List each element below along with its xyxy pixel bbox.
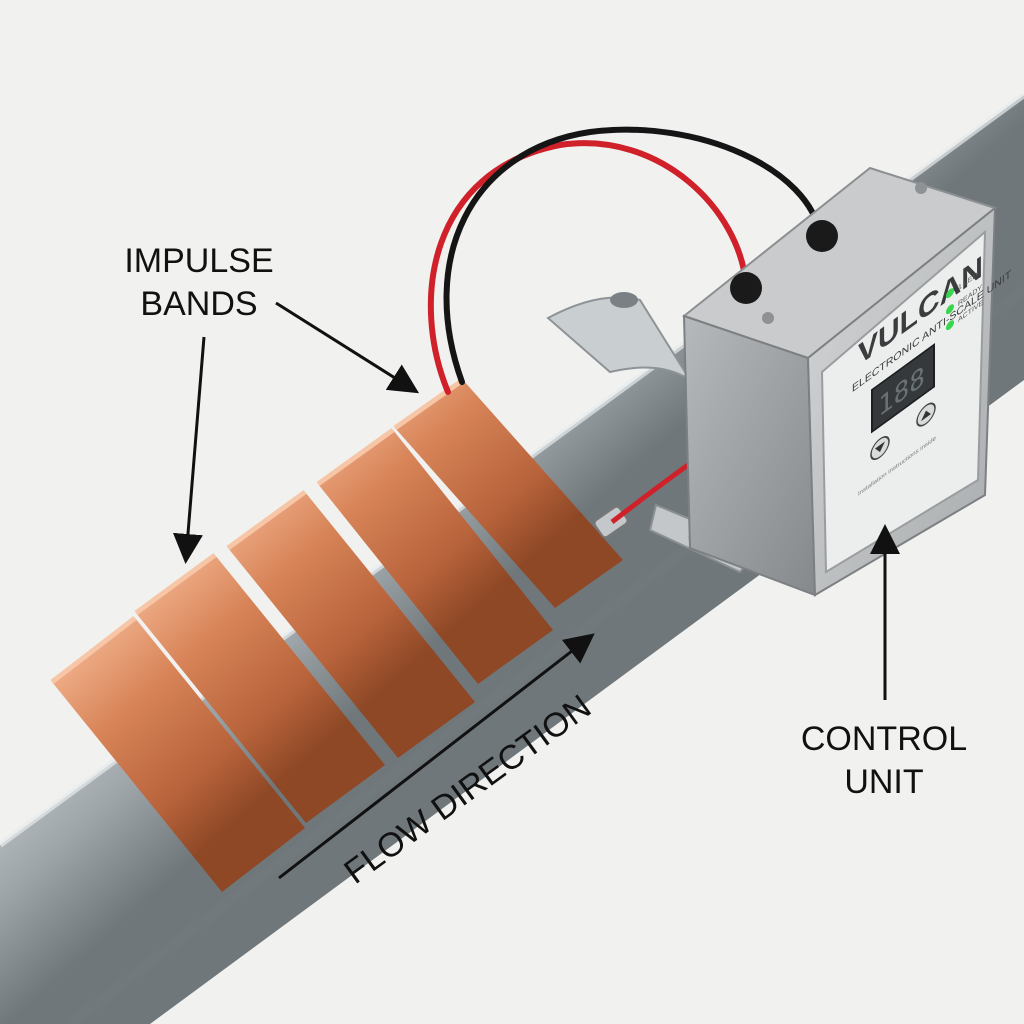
copper-band: [50, 616, 305, 892]
control-unit-side: [682, 314, 817, 597]
red-wire-lower: [610, 462, 690, 524]
screw-icon: [762, 312, 774, 324]
arrow-to-band-upper: [275, 301, 420, 394]
label-control-unit-line1: CONTROL: [801, 720, 967, 758]
copper-band: [393, 377, 623, 608]
arrow-to-band-lower: [172, 336, 206, 564]
wires: [427, 126, 823, 524]
label-impulse-bands-line1: IMPULSE: [124, 242, 273, 280]
indicator-led: [946, 288, 954, 299]
indicator-led: [946, 304, 954, 315]
control-unit: VULCAN ELECTRONIC ANTI-SCALE UNIT 188 1 …: [681, 166, 1011, 597]
copper-band: [134, 552, 385, 823]
digital-display: [871, 343, 935, 434]
flow-direction-arrow: [278, 633, 595, 880]
arrow-down-icon[interactable]: [870, 432, 890, 463]
red-wire: [427, 140, 749, 395]
cable-gland: [806, 220, 838, 252]
arrow-up-icon[interactable]: [916, 399, 936, 430]
callout-arrows: [172, 301, 900, 880]
black-wire: [443, 126, 823, 385]
label-control-unit-line2: UNIT: [844, 763, 923, 801]
copper-band: [316, 427, 553, 684]
screw-icon: [915, 182, 927, 194]
label-impulse-bands-line2: BANDS: [140, 285, 257, 323]
impulse-bands: [50, 377, 629, 892]
copper-band: [226, 489, 475, 758]
cable-gland: [730, 272, 762, 304]
indicator-led: [946, 320, 954, 331]
